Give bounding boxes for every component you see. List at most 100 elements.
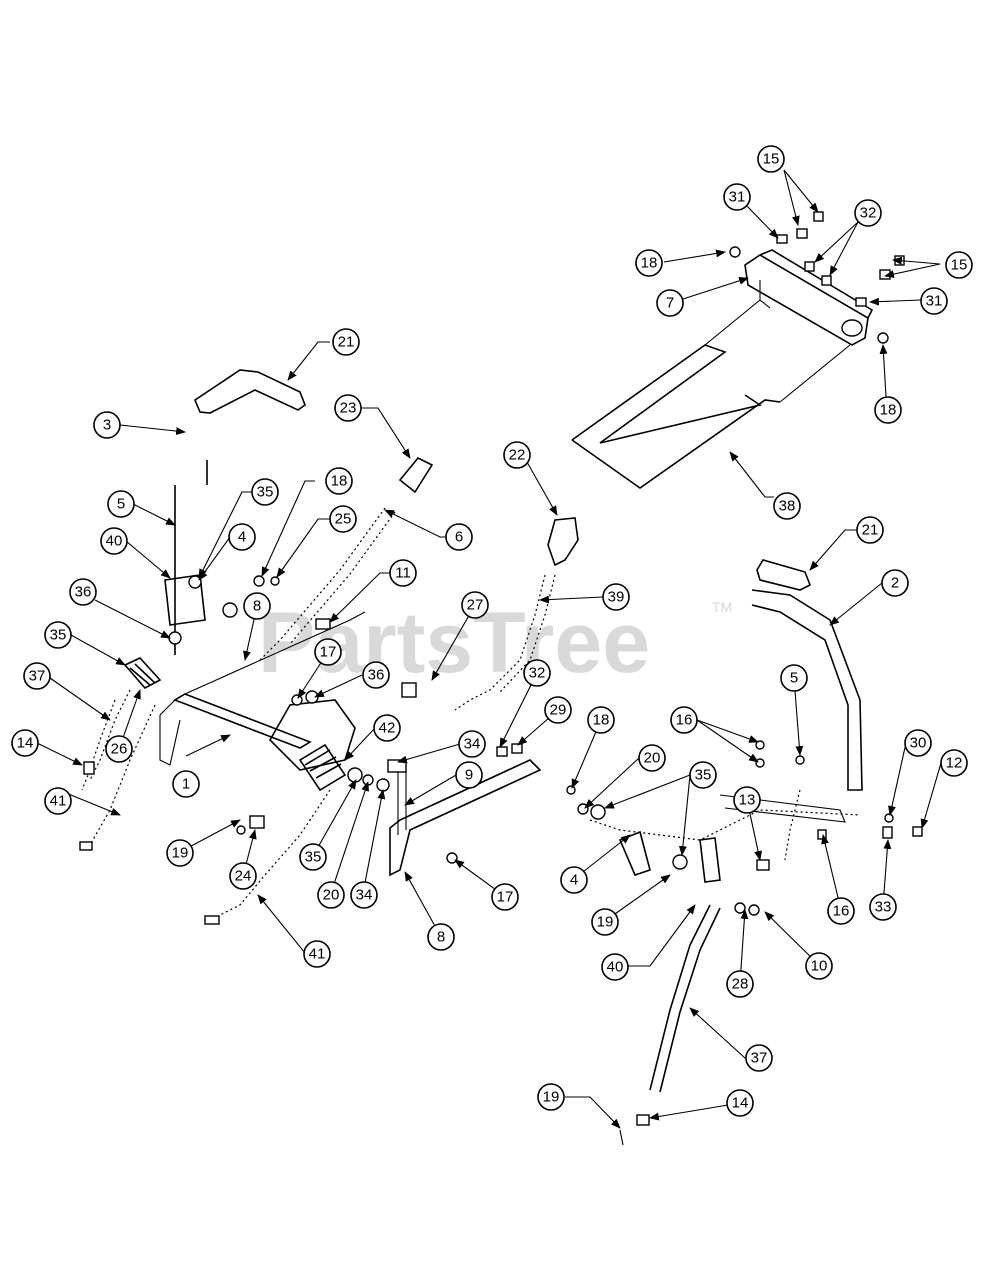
callout-24: 24 bbox=[229, 862, 257, 890]
callout-28: 28 bbox=[726, 970, 754, 998]
svg-text:20: 20 bbox=[323, 887, 340, 904]
housing bbox=[269, 699, 356, 771]
callout-36: 36 bbox=[362, 661, 390, 689]
callout-14: 14 bbox=[726, 1089, 754, 1117]
bolt-14a bbox=[83, 761, 95, 775]
callout-22: 22 bbox=[503, 441, 531, 469]
svg-text:35: 35 bbox=[695, 767, 712, 784]
svg-text:30: 30 bbox=[910, 735, 927, 752]
hardware-27 bbox=[401, 682, 417, 698]
svg-text:3: 3 bbox=[103, 417, 111, 434]
callout-1: 1 bbox=[172, 770, 200, 798]
spring-35a bbox=[123, 657, 162, 690]
callout-23: 23 bbox=[334, 394, 362, 422]
callout-26: 26 bbox=[105, 735, 133, 763]
pin-19c bbox=[619, 1129, 624, 1146]
svg-text:25: 25 bbox=[335, 511, 352, 528]
callout-9: 9 bbox=[455, 761, 483, 789]
callout-41: 41 bbox=[44, 787, 72, 815]
svg-text:32: 32 bbox=[860, 205, 877, 222]
svg-text:37: 37 bbox=[29, 668, 46, 685]
svg-text:14: 14 bbox=[732, 1095, 749, 1112]
svg-text:14: 14 bbox=[17, 735, 34, 752]
svg-text:19: 19 bbox=[597, 914, 614, 931]
callout-5: 5 bbox=[780, 664, 808, 692]
part-drawings bbox=[79, 211, 923, 1146]
svg-text:38: 38 bbox=[779, 498, 796, 515]
svg-text:29: 29 bbox=[550, 702, 567, 719]
callout-21: 21 bbox=[856, 516, 884, 544]
callout-5: 5 bbox=[107, 490, 135, 518]
svg-text:9: 9 bbox=[465, 767, 473, 784]
washer-20b bbox=[577, 803, 589, 815]
cable-end-41a bbox=[79, 841, 93, 851]
bracket-34a bbox=[387, 759, 407, 773]
callout-30: 30 bbox=[904, 729, 932, 757]
hardware-29 bbox=[511, 743, 523, 754]
nut-17a bbox=[291, 694, 303, 706]
svg-text:35: 35 bbox=[305, 849, 322, 866]
svg-text:36: 36 bbox=[368, 667, 385, 684]
grip-21a bbox=[194, 369, 306, 414]
hardware-15b bbox=[813, 211, 824, 222]
callout-34: 34 bbox=[350, 881, 378, 909]
svg-text:23: 23 bbox=[340, 400, 357, 417]
callout-18: 18 bbox=[325, 467, 353, 495]
callout-20: 20 bbox=[317, 881, 345, 909]
callout-14: 14 bbox=[11, 729, 39, 757]
link-8b bbox=[389, 759, 542, 877]
svg-text:5: 5 bbox=[117, 496, 125, 513]
pedal-pivot bbox=[841, 319, 863, 337]
svg-text:4: 4 bbox=[570, 872, 578, 889]
callout-2: 2 bbox=[881, 569, 909, 597]
callout-17: 17 bbox=[491, 883, 519, 911]
watermark-trademark: TM bbox=[712, 599, 732, 615]
hardware-32c bbox=[496, 746, 508, 757]
callout-40: 40 bbox=[100, 527, 128, 555]
arm-right bbox=[784, 789, 801, 861]
lever-6 bbox=[259, 507, 396, 661]
pin-11 bbox=[315, 618, 331, 630]
callout-3: 3 bbox=[93, 411, 121, 439]
arm-37b bbox=[649, 904, 721, 1093]
svg-text:5: 5 bbox=[790, 670, 798, 687]
callout-15: 15 bbox=[757, 145, 785, 173]
svg-text:18: 18 bbox=[593, 712, 610, 729]
pin-8a bbox=[222, 602, 238, 618]
washer-34b bbox=[376, 778, 390, 792]
lever-3 bbox=[174, 460, 208, 655]
svg-text:34: 34 bbox=[464, 736, 481, 753]
callout-35: 35 bbox=[251, 478, 279, 506]
callouts: 15 31 32 18 15 7 31 18 21 3 23 22 38 5 3… bbox=[11, 145, 973, 1117]
nut-18d bbox=[566, 785, 576, 795]
washer-16a2 bbox=[755, 758, 765, 768]
svg-text:37: 37 bbox=[751, 1050, 768, 1067]
cross-shaft-right bbox=[589, 809, 861, 841]
callout-27: 27 bbox=[461, 591, 489, 619]
callout-10: 10 bbox=[805, 952, 833, 980]
washer-35e bbox=[590, 804, 606, 820]
callout-15: 15 bbox=[945, 251, 973, 279]
svg-text:42: 42 bbox=[379, 720, 396, 737]
callout-35: 35 bbox=[44, 621, 72, 649]
link-9 bbox=[397, 768, 407, 835]
svg-text:17: 17 bbox=[497, 889, 514, 906]
pin-13 bbox=[756, 859, 770, 871]
bracket-40b bbox=[618, 830, 721, 883]
cross-shaft-1 bbox=[173, 693, 312, 749]
lever-2 bbox=[751, 589, 863, 791]
cable-end-41b bbox=[204, 915, 220, 925]
svg-text:8: 8 bbox=[253, 598, 261, 615]
svg-text:11: 11 bbox=[395, 565, 411, 582]
svg-text:39: 39 bbox=[608, 589, 625, 606]
washer-16a1 bbox=[755, 740, 765, 750]
callout-35: 35 bbox=[299, 843, 327, 871]
right-shaft-bar bbox=[719, 794, 846, 823]
callout-8: 8 bbox=[427, 923, 455, 951]
callout-16: 16 bbox=[670, 706, 698, 734]
callout-29: 29 bbox=[544, 696, 572, 724]
grip-23 bbox=[398, 456, 434, 494]
watermark: PartsTree bbox=[258, 595, 650, 691]
svg-text:21: 21 bbox=[862, 522, 879, 539]
